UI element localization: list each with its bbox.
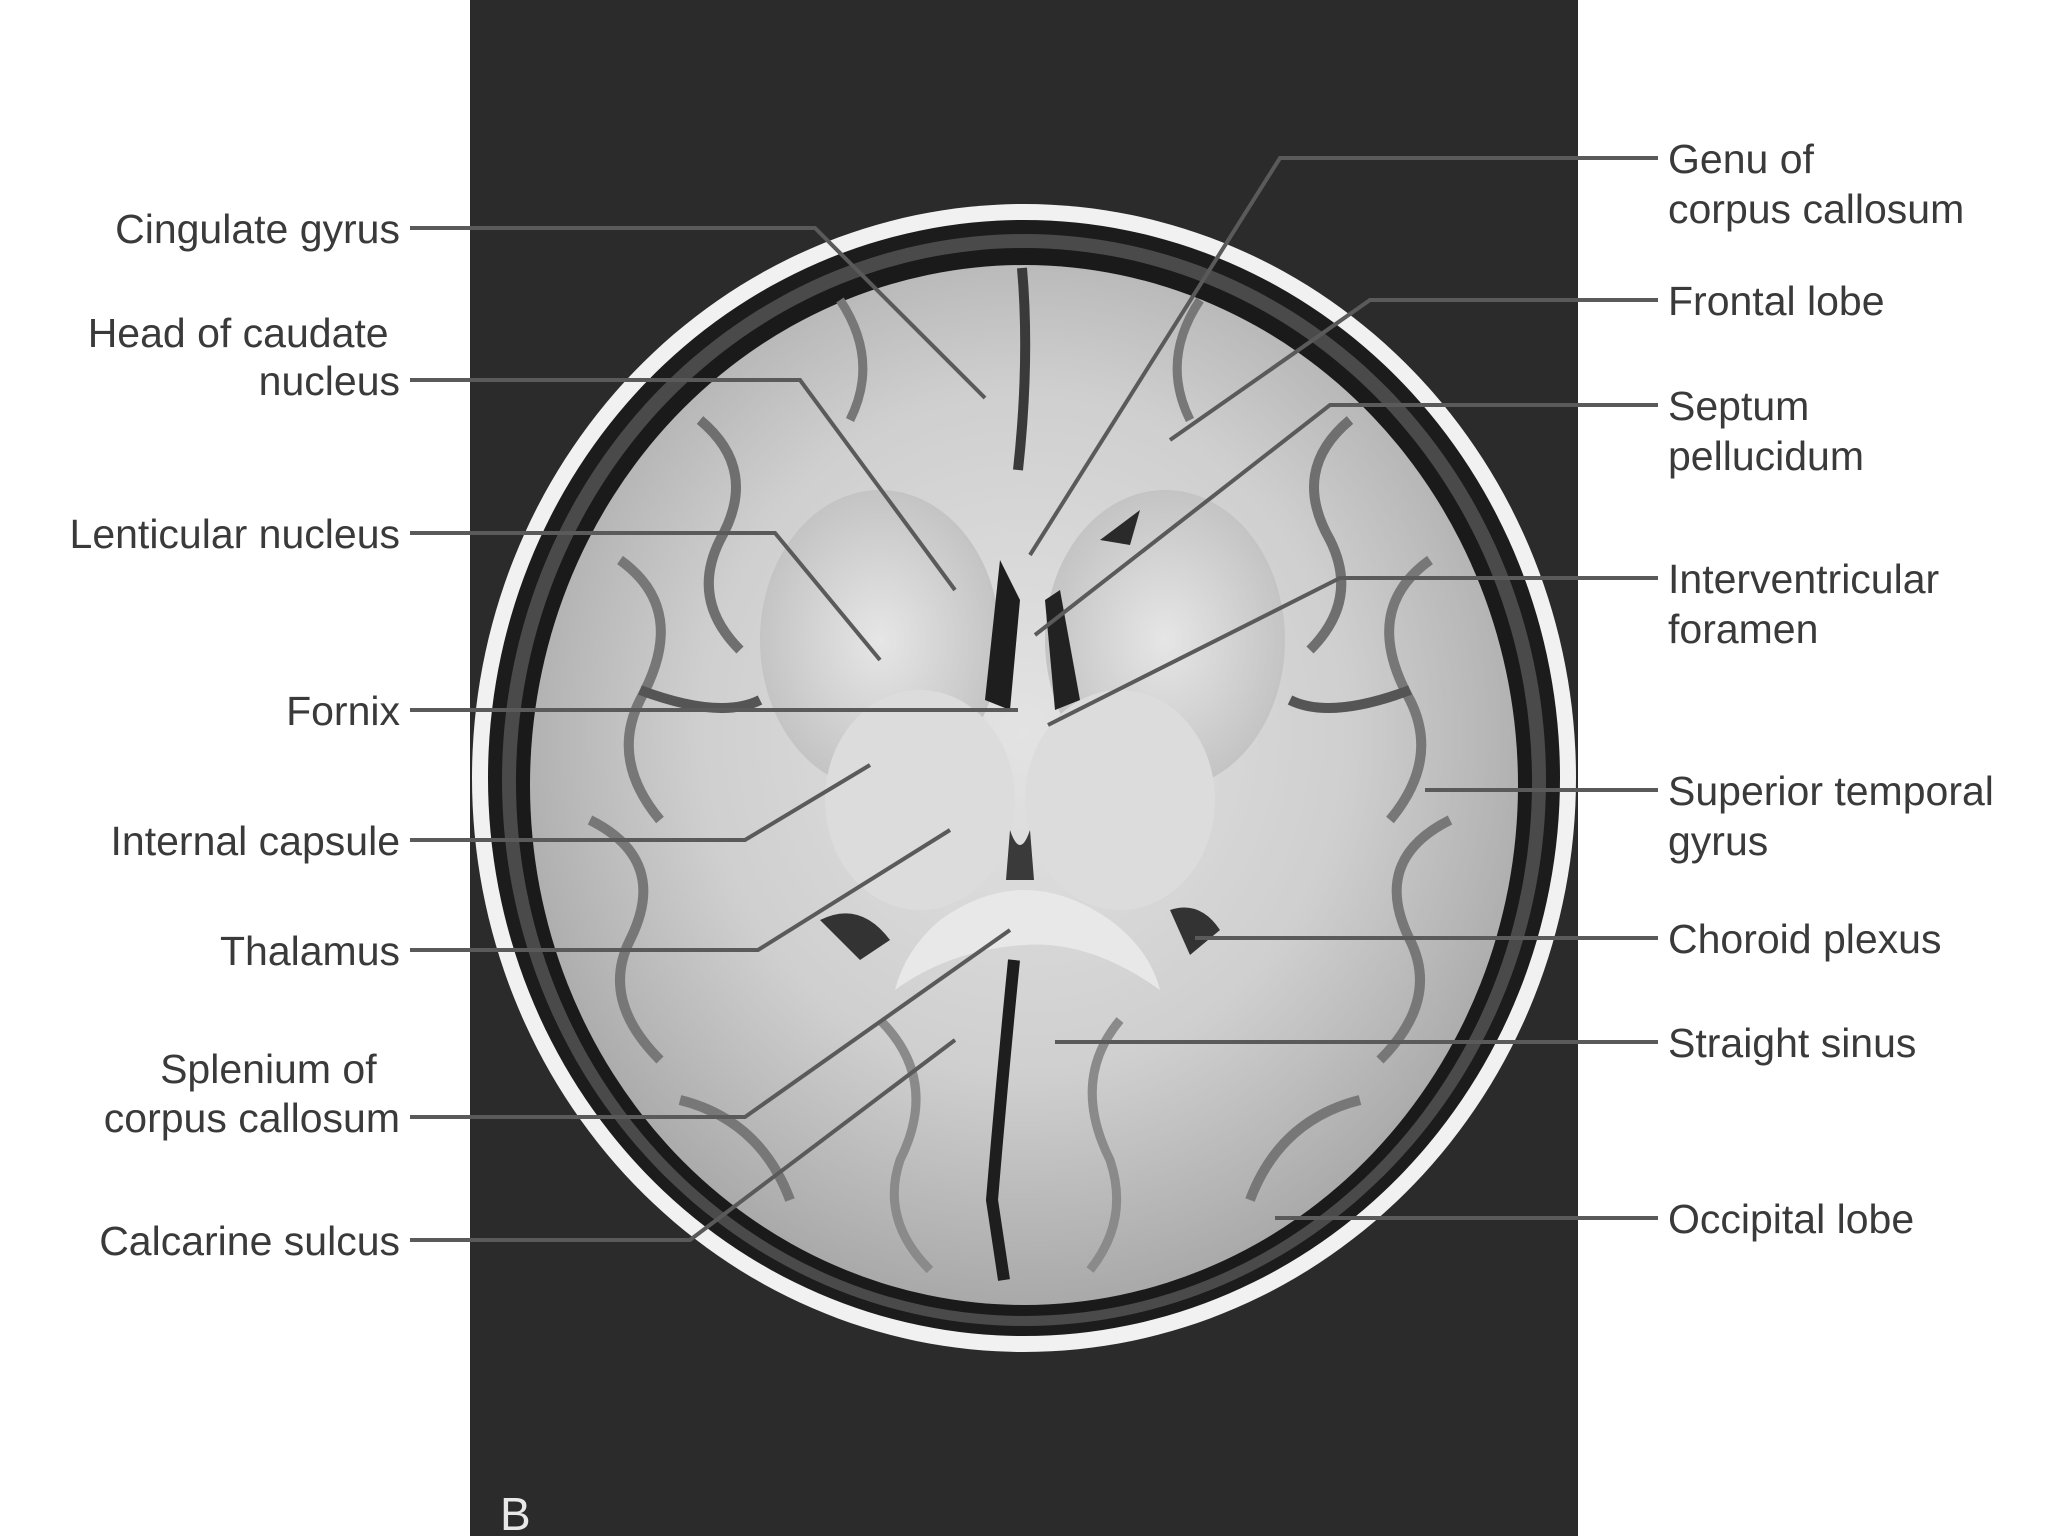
label-head-of-caudate-nucleus: Head of caudate nucleus [88, 310, 400, 404]
labels-right: Genu of corpus callosum Frontal lobe Sep… [1668, 136, 2005, 1242]
label-frontal-lobe: Frontal lobe [1668, 278, 1885, 324]
label-occipital-lobe: Occipital lobe [1668, 1196, 1914, 1242]
label-calcarine-sulcus: Calcarine sulcus [99, 1218, 400, 1264]
label-straight-sinus: Straight sinus [1668, 1020, 1916, 1066]
leader-lines [410, 156, 1658, 1242]
label-fornix: Fornix [286, 688, 400, 734]
label-thalamus: Thalamus [220, 928, 400, 974]
label-genu-of-corpus-callosum: Genu of corpus callosum [1668, 136, 1964, 232]
label-interventricular-foramen: Interventricular foramen [1668, 556, 1951, 652]
label-cingulate-gyrus: Cingulate gyrus [115, 206, 400, 252]
label-internal-capsule: Internal capsule [111, 818, 400, 864]
label-lenticular-nucleus: Lenticular nucleus [70, 511, 400, 557]
label-choroid-plexus: Choroid plexus [1668, 916, 1942, 962]
label-splenium-of-corpus-callosum: Splenium of corpus callosum [104, 1046, 400, 1141]
brain-tissue [530, 265, 1518, 1305]
label-superior-temporal-gyrus: Superior temporal gyrus [1668, 768, 2005, 864]
label-septum-pellucidum: Septum pellucidum [1668, 383, 1864, 479]
labels-left: Cingulate gyrus Head of caudate nucleus … [70, 206, 401, 1264]
panel-letter: B [500, 1488, 531, 1536]
